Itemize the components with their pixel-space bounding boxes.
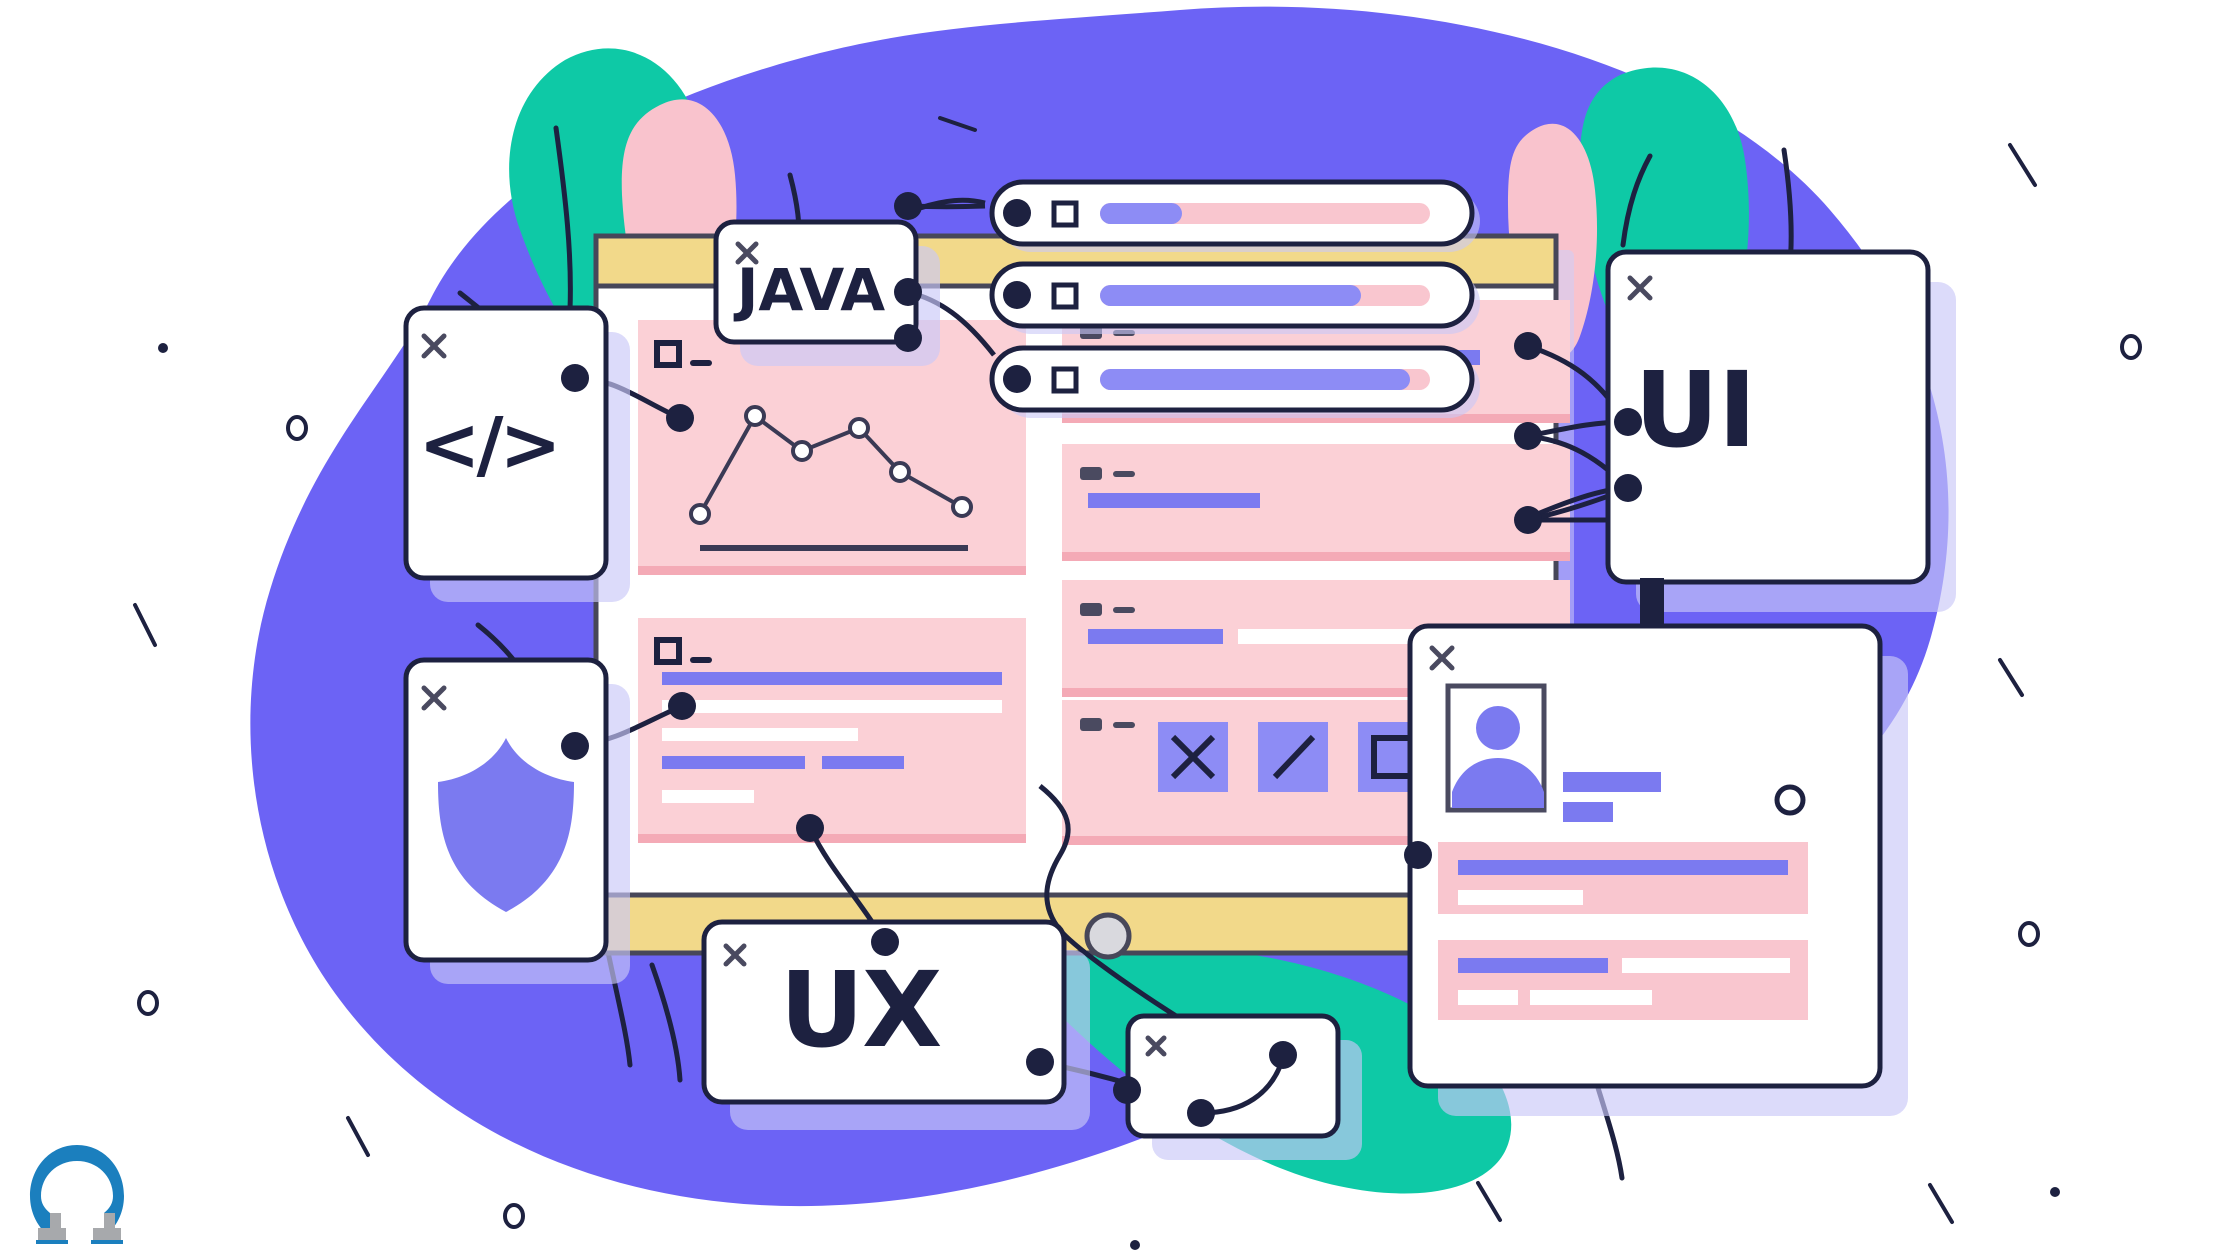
connector-dot (1026, 1048, 1054, 1076)
doodle-circles (137, 334, 2142, 1229)
connector-dot (1514, 332, 1542, 360)
text-card[interactable] (638, 618, 1026, 843)
square-outline-icon (1051, 366, 1079, 394)
connector-dot (1614, 408, 1642, 436)
list-row-2[interactable] (1062, 444, 1570, 561)
connector-dot (894, 324, 922, 352)
progress-track (1100, 203, 1430, 224)
chip-icon (1080, 603, 1102, 616)
line-chart (689, 405, 973, 551)
x-icon[interactable] (421, 333, 447, 359)
dash-icon (1113, 471, 1135, 477)
profile-block-1 (1438, 842, 1808, 914)
dash-icon (1113, 722, 1135, 728)
connector-dot (1187, 1099, 1215, 1127)
dash-icon (1113, 607, 1135, 613)
square-outline-icon (654, 340, 682, 368)
connector-dot (668, 692, 696, 720)
connector-dot (1003, 199, 1031, 227)
shield-icon (438, 738, 574, 912)
card-ui[interactable] (1514, 249, 1956, 628)
connector-dot (1614, 474, 1642, 502)
profile-sub-bar (1563, 802, 1613, 822)
close-tool-button[interactable] (1158, 722, 1228, 792)
square-outline-icon (654, 637, 682, 665)
dash-icon (690, 360, 712, 366)
progress-fill (1100, 203, 1182, 224)
card-code-label: </> (418, 402, 561, 488)
card-ux[interactable] (701, 814, 1090, 1130)
connector-dot (1514, 422, 1542, 450)
monitor-stand (1640, 578, 1664, 628)
connector-dot (1003, 281, 1031, 309)
connector-dot (796, 814, 824, 842)
connector-dot (1514, 506, 1542, 534)
chip-icon (1080, 467, 1102, 480)
card-ui-label: UI (1634, 349, 1756, 471)
doodle-marks (133, 116, 2037, 1224)
profile-name-bar (1563, 772, 1661, 792)
x-icon[interactable] (421, 685, 447, 711)
connector-dot (871, 928, 899, 956)
x-icon[interactable] (735, 241, 759, 265)
square-outline-icon (1051, 282, 1079, 310)
connector-dot (894, 278, 922, 306)
connector-dot (561, 364, 589, 392)
progress-card-3[interactable] (989, 345, 1480, 418)
pen-tool-button[interactable] (1258, 722, 1328, 792)
card-curve[interactable] (1113, 1013, 1362, 1160)
connector-dot (666, 404, 694, 432)
card-code[interactable] (403, 305, 694, 602)
x-icon[interactable] (723, 943, 747, 967)
progress-fill (1100, 369, 1410, 390)
statusbar-knob (1084, 912, 1132, 960)
card-ux-label: UX (779, 949, 943, 1071)
connector-dot (1404, 841, 1432, 869)
x-icon[interactable] (1627, 275, 1653, 301)
omega-logo (30, 1145, 124, 1244)
connector-dot (894, 192, 922, 220)
card-java-label: JAVA (736, 256, 886, 324)
radio-unchecked-icon[interactable] (1774, 784, 1806, 816)
dash-icon (690, 657, 712, 663)
connector-dot (1269, 1041, 1297, 1069)
connector-dot (561, 732, 589, 760)
card-profile[interactable] (1404, 623, 1908, 1116)
connector-dot (1003, 365, 1031, 393)
card-java[interactable] (713, 192, 940, 366)
progress-card-1[interactable] (989, 179, 1480, 252)
progress-card-2[interactable] (989, 261, 1480, 334)
doodle-dots (158, 343, 2060, 1250)
connector-dot (1113, 1076, 1141, 1104)
square-outline-icon (1051, 200, 1079, 228)
x-icon[interactable] (1429, 645, 1455, 671)
slash-icon (1272, 734, 1316, 780)
chip-icon (1080, 718, 1102, 731)
x-icon[interactable] (1145, 1035, 1167, 1057)
person-icon (1452, 706, 1544, 808)
profile-block-2 (1438, 940, 1808, 1020)
card-shield[interactable] (403, 657, 696, 984)
progress-fill (1100, 285, 1361, 306)
